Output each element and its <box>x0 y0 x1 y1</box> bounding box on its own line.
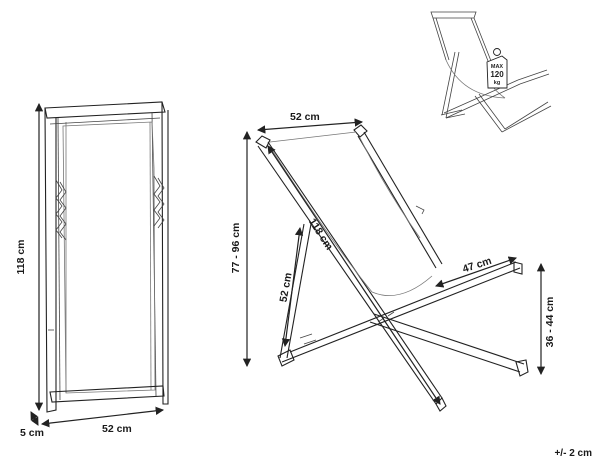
weight-unit-text: kg <box>494 80 500 86</box>
front-width-label: 52 cm <box>102 423 132 435</box>
back-leg-dimension: 47 cm <box>435 255 517 288</box>
front-height-label: 118 cm <box>15 239 27 274</box>
side-top-width-dimension: 52 cm <box>256 111 364 134</box>
side-top-width-label: 52 cm <box>290 111 320 123</box>
front-view-chair <box>44 101 169 413</box>
front-height-dimension: 118 cm <box>15 102 44 412</box>
weight-value-text: 120 <box>490 70 504 79</box>
side-leg-label: 52 cm <box>278 272 295 303</box>
side-leg-dimension: 52 cm <box>278 226 304 348</box>
front-depth-dimension: 5 cm <box>20 411 44 439</box>
side-height-label: 77 - 96 cm <box>230 223 242 274</box>
max-weight-tag: MAX 120 kg <box>486 48 508 89</box>
tolerance-note: +/- 2 cm <box>554 448 592 459</box>
side-height-dimension: 77 - 96 cm <box>230 130 252 368</box>
seat-height-dimension: 36 - 44 cm <box>536 262 556 376</box>
front-width-dimension: 52 cm <box>40 406 165 435</box>
weight-max-text: MAX <box>491 64 504 70</box>
back-leg-label: 47 cm <box>461 255 493 276</box>
seat-height-label: 36 - 44 cm <box>544 297 556 348</box>
front-depth-label: 5 cm <box>20 427 44 439</box>
